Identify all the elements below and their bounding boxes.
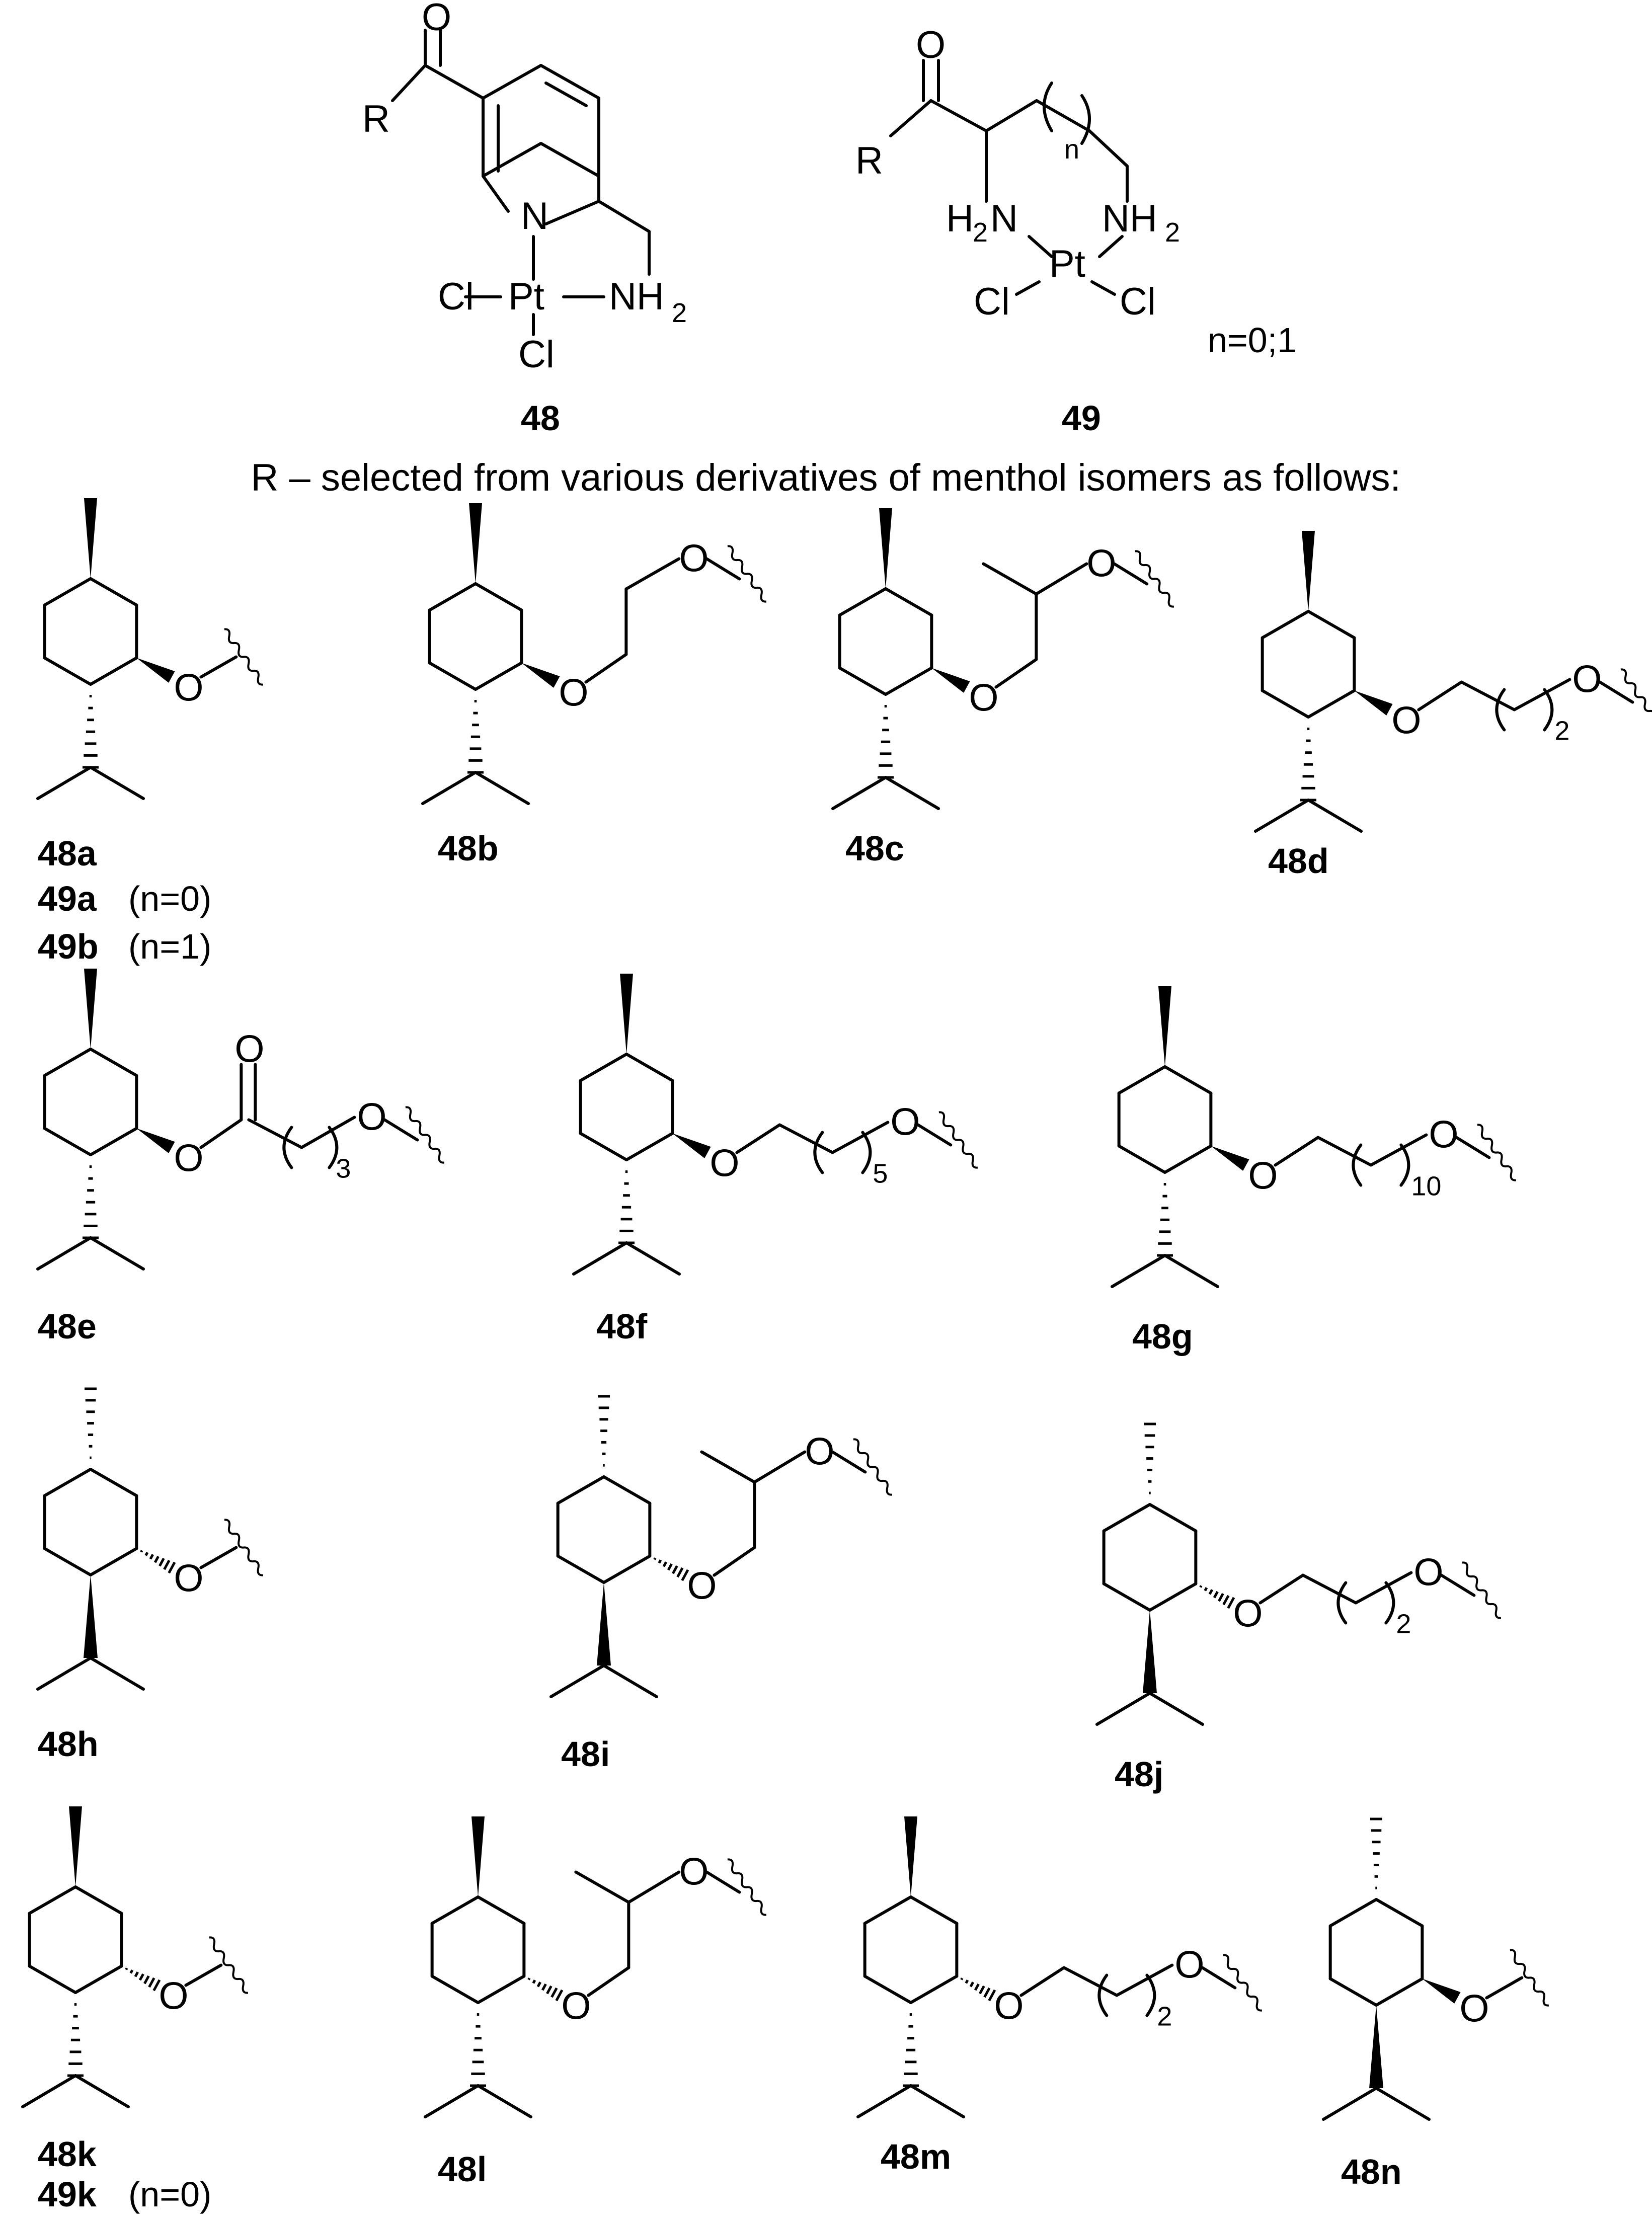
- ether-oxygen-icon: O: [174, 667, 203, 709]
- label-48d: 48d: [1268, 841, 1329, 881]
- menthyl-i: OO: [549, 1395, 893, 1698]
- label-49a: 49a: [38, 879, 97, 918]
- label-48h: 48h: [38, 1724, 99, 1764]
- atom-R: R: [362, 98, 390, 140]
- n-range-note: n=0;1: [1208, 321, 1297, 360]
- label-48l: 48l: [438, 2150, 487, 2189]
- caption: R – selected from various derivatives of…: [251, 456, 1400, 499]
- repeat-count: 2: [1396, 1609, 1411, 1639]
- ether-oxygen-icon: O: [357, 1096, 386, 1139]
- label-48f: 48f: [596, 1307, 648, 1346]
- atom-R: R: [855, 139, 883, 182]
- note-49k: (n=0): [128, 2175, 211, 2214]
- ether-oxygen-icon: O: [710, 1142, 739, 1185]
- menthyl-b: OO: [421, 503, 767, 805]
- ether-oxygen-icon: O: [805, 1431, 834, 1473]
- ether-oxygen-icon: O: [679, 1851, 709, 1893]
- atom-Cl: Cl: [1120, 280, 1156, 323]
- label-48a: 48a: [38, 834, 97, 873]
- label-49: 49: [1062, 399, 1101, 438]
- atom-Cl: Cl: [518, 333, 555, 376]
- menthyl-g: O 10 O: [1111, 986, 1517, 1288]
- subscript-2: 2: [672, 298, 687, 328]
- repeat-count: 2: [1157, 2002, 1172, 2032]
- atom-N: N: [990, 197, 1018, 240]
- label-48k: 48k: [38, 2134, 97, 2174]
- label-48n: 48n: [1341, 2152, 1402, 2191]
- atom-O: O: [422, 0, 451, 39]
- repeat-count: 3: [336, 1154, 351, 1184]
- ether-oxygen-icon: O: [174, 1137, 203, 1180]
- compound-49-structure: O R n H 2 N NH 2 Pt Cl Cl: [855, 24, 1180, 323]
- ether-oxygen-icon: O: [159, 1975, 188, 2018]
- label-48c: 48c: [845, 829, 904, 868]
- ether-oxygen-icon: O: [1459, 1988, 1489, 2030]
- ether-oxygen-icon: O: [174, 1557, 203, 1600]
- label-48e: 48e: [38, 1307, 97, 1346]
- ether-oxygen-icon: O: [1391, 699, 1421, 742]
- ether-oxygen-icon: O: [1572, 658, 1602, 701]
- ether-oxygen-icon: O: [1233, 1593, 1263, 1635]
- label-48j: 48j: [1115, 1755, 1163, 1794]
- atom-Cl: Cl: [438, 275, 474, 318]
- atom-Pt: Pt: [1049, 243, 1085, 285]
- ether-oxygen-icon: O: [969, 677, 998, 720]
- label-48i: 48i: [561, 1734, 610, 1774]
- label-49b: 49b: [38, 927, 99, 966]
- atom-NH: NH: [1102, 197, 1157, 240]
- ether-oxygen-icon: O: [687, 1565, 717, 1608]
- carbonyl-oxygen-icon: O: [234, 1028, 264, 1071]
- atom-Cl: Cl: [974, 280, 1010, 323]
- ether-oxygen-icon: O: [679, 537, 709, 580]
- atom-O: O: [916, 24, 946, 66]
- ether-oxygen-icon: O: [1413, 1551, 1443, 1594]
- menthyl-a: O: [36, 498, 264, 800]
- atom-N: N: [521, 195, 548, 237]
- repeat-count: 2: [1554, 716, 1569, 746]
- atom-H: H: [946, 197, 974, 240]
- subscript-n: n: [1064, 134, 1079, 165]
- label-49k: 49k: [38, 2175, 97, 2214]
- ether-oxygen-icon: O: [1086, 542, 1116, 585]
- ether-oxygen-icon: O: [559, 672, 588, 715]
- compound-48-structure: O R N Pt Cl Cl NH 2: [362, 0, 687, 376]
- label-48g: 48g: [1132, 1317, 1193, 1356]
- note-49a: (n=0): [128, 879, 211, 918]
- menthyl-l: OO: [424, 1816, 767, 2118]
- ether-oxygen-icon: O: [561, 1985, 591, 2028]
- ether-oxygen-icon: O: [890, 1101, 920, 1144]
- ether-oxygen-icon: O: [1248, 1155, 1278, 1198]
- atom-Pt: Pt: [508, 275, 544, 318]
- menthyl-c: OO: [831, 508, 1174, 810]
- ether-oxygen-icon: O: [1429, 1114, 1458, 1156]
- ether-oxygen-icon: O: [1174, 1944, 1204, 1987]
- menthyl-n: O: [1322, 1817, 1549, 2121]
- repeat-count: 5: [873, 1159, 888, 1189]
- atom-NH: NH: [609, 275, 664, 318]
- label-48m: 48m: [881, 2137, 951, 2176]
- note-49b: (n=1): [128, 927, 211, 966]
- menthyl-h: O: [36, 1387, 264, 1691]
- menthyl-k: O: [21, 1806, 249, 2108]
- subscript-2: 2: [973, 217, 988, 248]
- label-48: 48: [521, 399, 560, 438]
- repeat-count: 10: [1411, 1171, 1441, 1202]
- ether-oxygen-icon: O: [994, 1985, 1024, 2028]
- subscript-2: 2: [1165, 217, 1180, 248]
- label-48b: 48b: [438, 829, 499, 868]
